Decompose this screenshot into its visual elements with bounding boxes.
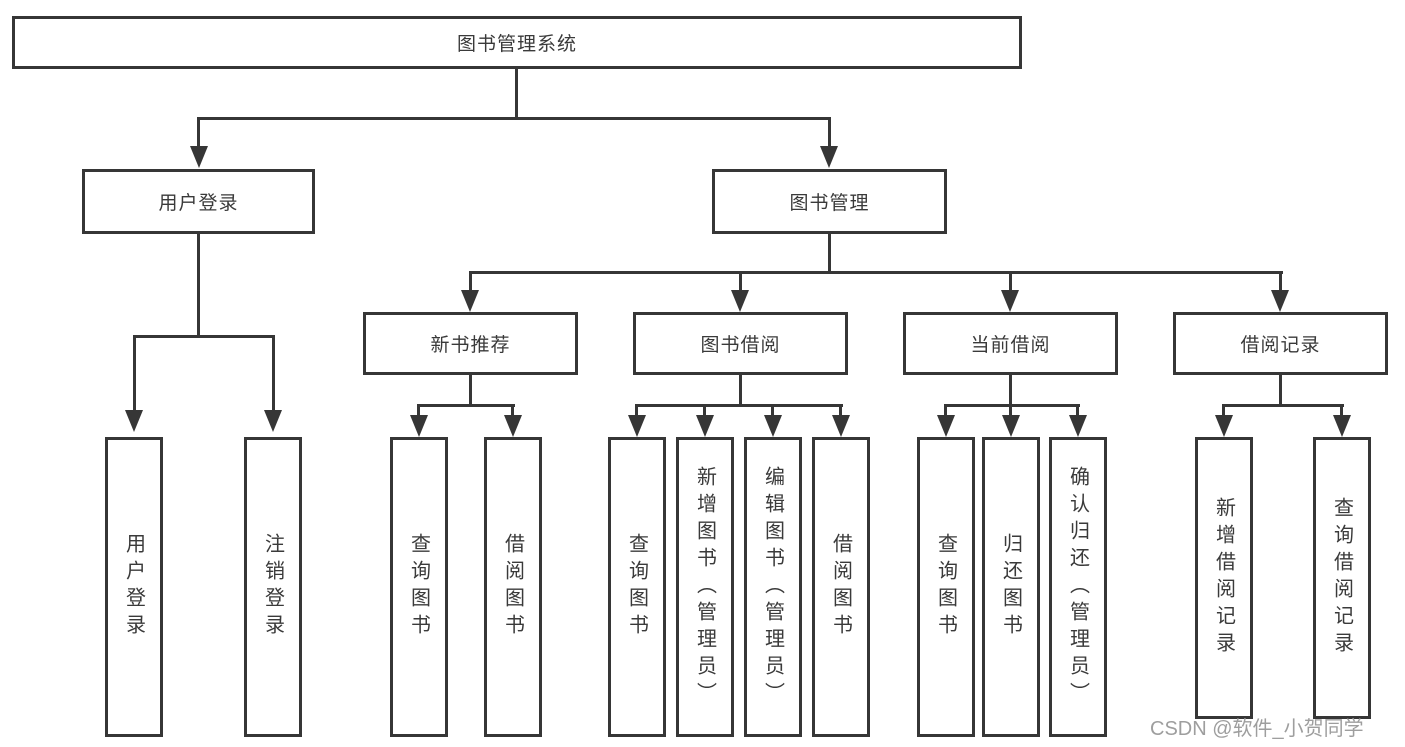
connector-line — [739, 375, 742, 406]
connector-line — [1009, 375, 1012, 406]
connector-line — [197, 117, 831, 120]
connector-line — [1009, 407, 1012, 416]
node-leaf-return-books: 归还图书 — [982, 437, 1040, 737]
arrow-down-icon — [1002, 415, 1020, 437]
arrow-down-icon — [461, 290, 479, 312]
node-leaf-add-borrow-record-label: 新增借阅记录 — [1212, 497, 1235, 659]
node-leaf-query-books-3: 查询图书 — [917, 437, 975, 737]
connector-line — [272, 338, 275, 410]
node-leaf-query-books-2-label: 查询图书 — [625, 533, 648, 641]
connector-line — [197, 234, 200, 337]
connector-line — [1279, 375, 1282, 406]
node-leaf-add-books-admin-label: 新增图书（管理员） — [693, 465, 716, 709]
node-current-borrowing: 当前借阅 — [903, 312, 1118, 375]
node-leaf-edit-books-admin: 编辑图书（管理员） — [744, 437, 802, 737]
node-leaf-borrow-books-2-label: 借阅图书 — [829, 533, 852, 641]
node-library-management-system: 图书管理系统 — [12, 16, 1022, 69]
arrow-down-icon — [937, 415, 955, 437]
connector-line — [635, 404, 843, 407]
connector-line — [944, 404, 1080, 407]
connector-line — [739, 274, 742, 291]
node-leaf-add-books-admin: 新增图书（管理员） — [676, 437, 734, 737]
connector-line — [703, 407, 706, 416]
node-leaf-query-books-3-label: 查询图书 — [934, 533, 957, 641]
node-leaf-borrow-books-2: 借阅图书 — [812, 437, 870, 737]
node-leaf-user-login-label: 用户登录 — [122, 533, 145, 641]
arrow-down-icon — [1215, 415, 1233, 437]
connector-line — [417, 407, 420, 416]
connector-line — [515, 69, 518, 119]
connector-line — [469, 271, 1283, 274]
node-leaf-confirm-return-admin: 确认归还（管理员） — [1049, 437, 1107, 737]
node-leaf-return-books-label: 归还图书 — [999, 533, 1022, 641]
arrow-down-icon — [731, 290, 749, 312]
connector-line — [1009, 274, 1012, 291]
node-book-management-label: 图书管理 — [789, 193, 870, 214]
connector-line — [1340, 407, 1343, 416]
csdn-watermark: CSDN @软件_小贺同学 — [1150, 718, 1364, 740]
connector-line — [133, 335, 275, 338]
arrow-down-icon — [190, 146, 208, 168]
connector-line — [511, 407, 514, 416]
node-leaf-query-books-1-label: 查询图书 — [407, 533, 430, 641]
node-library-management-system-label: 图书管理系统 — [456, 34, 577, 55]
node-leaf-confirm-return-admin-label: 确认归还（管理员） — [1066, 465, 1089, 709]
arrow-down-icon — [696, 415, 714, 437]
connector-line — [1222, 407, 1225, 416]
node-borrowing-records-label: 借阅记录 — [1240, 335, 1321, 356]
node-leaf-borrow-books-1-label: 借阅图书 — [501, 533, 524, 641]
node-leaf-query-borrow-record: 查询借阅记录 — [1313, 437, 1371, 719]
node-new-book-recommendation-label: 新书推荐 — [430, 335, 511, 356]
arrow-down-icon — [1069, 415, 1087, 437]
connector-line — [197, 120, 200, 147]
node-user-login-label: 用户登录 — [158, 193, 239, 214]
connector-line — [635, 407, 638, 416]
node-current-borrowing-label: 当前借阅 — [970, 335, 1051, 356]
node-borrowing-records: 借阅记录 — [1173, 312, 1388, 375]
connector-line — [417, 404, 515, 407]
node-book-management: 图书管理 — [712, 169, 947, 234]
connector-line — [133, 338, 136, 410]
node-leaf-logout-label: 注销登录 — [261, 533, 284, 641]
node-leaf-borrow-books-1: 借阅图书 — [484, 437, 542, 737]
arrow-down-icon — [125, 410, 143, 432]
arrow-down-icon — [1271, 290, 1289, 312]
node-user-login: 用户登录 — [82, 169, 315, 234]
node-leaf-add-borrow-record: 新增借阅记录 — [1195, 437, 1253, 719]
connector-line — [469, 274, 472, 291]
arrow-down-icon — [628, 415, 646, 437]
arrow-down-icon — [504, 415, 522, 437]
arrow-down-icon — [764, 415, 782, 437]
connector-line — [944, 407, 947, 416]
node-leaf-edit-books-admin-label: 编辑图书（管理员） — [761, 465, 784, 709]
connector-line — [1279, 274, 1282, 291]
connector-line — [1222, 404, 1344, 407]
node-new-book-recommendation: 新书推荐 — [363, 312, 578, 375]
arrow-down-icon — [1001, 290, 1019, 312]
connector-line — [839, 407, 842, 416]
connector-line — [469, 375, 472, 406]
node-leaf-query-books-2: 查询图书 — [608, 437, 666, 737]
connector-line — [828, 234, 831, 274]
node-book-borrowing: 图书借阅 — [633, 312, 848, 375]
arrow-down-icon — [832, 415, 850, 437]
arrow-down-icon — [410, 415, 428, 437]
node-book-borrowing-label: 图书借阅 — [700, 335, 781, 356]
connector-line — [828, 120, 831, 147]
node-leaf-user-login: 用户登录 — [105, 437, 163, 737]
arrow-down-icon — [820, 146, 838, 168]
arrow-down-icon — [1333, 415, 1351, 437]
node-leaf-query-books-1: 查询图书 — [390, 437, 448, 737]
node-leaf-logout: 注销登录 — [244, 437, 302, 737]
connector-line — [1076, 407, 1079, 416]
node-leaf-query-borrow-record-label: 查询借阅记录 — [1330, 497, 1353, 659]
connector-line — [771, 407, 774, 416]
arrow-down-icon — [264, 410, 282, 432]
